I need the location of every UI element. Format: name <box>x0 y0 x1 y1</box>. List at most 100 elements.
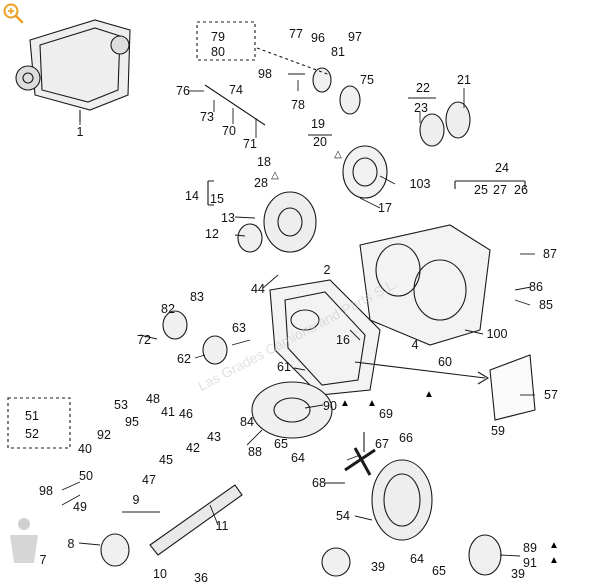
triangle-solid-marker: ▲ <box>424 389 434 400</box>
part-label: 90 <box>323 398 337 413</box>
part-label: 28 <box>254 175 268 190</box>
part-label: 70 <box>222 123 236 138</box>
bearing-92-illustration <box>468 534 502 576</box>
part-label: 78 <box>291 97 305 112</box>
part-label: 9 <box>132 492 140 507</box>
part-label: 22 <box>416 80 430 95</box>
triangle-solid-marker: ▲ <box>367 398 377 409</box>
part-label: 72 <box>137 332 151 347</box>
part-label: 12 <box>205 226 219 241</box>
bearing-39-illustration <box>321 547 351 577</box>
part-label: 11 <box>215 518 229 533</box>
part-label: 73 <box>200 109 214 124</box>
part-label: 39 <box>511 566 525 581</box>
part-label: 98 <box>258 66 272 81</box>
part-label: 20 <box>313 134 327 149</box>
triangle-solid-marker: ▲ <box>549 540 559 551</box>
part-label: 47 <box>142 472 156 487</box>
part-label: 8 <box>67 536 75 551</box>
part-label: 21 <box>457 72 471 87</box>
part-label: 71 <box>243 136 257 151</box>
bearing-63-illustration <box>202 335 228 365</box>
part-label: 51 <box>25 408 39 423</box>
part-label: 89 <box>523 540 537 555</box>
zoom-in-icon[interactable] <box>2 2 24 24</box>
part-label: 42 <box>186 440 200 455</box>
gear-97-illustration <box>312 67 332 93</box>
part-label: 46 <box>162 406 176 419</box>
part-label: 1 <box>76 124 84 139</box>
part-label: 7 <box>39 552 47 567</box>
detail-box-80-81 <box>196 21 256 61</box>
gear-84-illustration <box>162 310 188 340</box>
part-label: 65 <box>274 436 288 451</box>
part-label: 19 <box>311 116 325 131</box>
triangle-open-marker: △ <box>334 149 342 160</box>
part-label: 13 <box>221 210 235 225</box>
part-label: 62 <box>177 351 191 366</box>
gear-case-illustration <box>359 224 491 346</box>
part-label: 18 <box>257 154 271 169</box>
part-label: 40 <box>78 441 92 456</box>
part-label: 25 <box>474 182 488 197</box>
part-label: 75 <box>360 72 374 87</box>
part-label: 68 <box>312 475 326 490</box>
part-label: 26 <box>514 182 528 197</box>
part-label: 88 <box>248 444 262 459</box>
part-label: 77 <box>289 26 303 41</box>
part-label: 60 <box>438 354 452 369</box>
gear-21-illustration <box>419 101 471 147</box>
part-label: 95 <box>125 414 139 429</box>
part-label: 27 <box>493 182 507 197</box>
arrow-to-80-box <box>256 47 331 76</box>
part-label: 61 <box>277 359 291 374</box>
part-label: 64 <box>410 551 424 566</box>
part-label: 59 <box>491 423 505 438</box>
part-label: 86 <box>529 279 543 294</box>
watermark-logo-icon <box>10 518 38 563</box>
part-label: 57 <box>544 387 558 402</box>
bearing-17-illustration <box>342 145 388 199</box>
ring-gear-illustration <box>371 459 433 541</box>
part-label: 50 <box>79 468 93 483</box>
part-label: 64 <box>291 450 305 465</box>
part-label: 82 <box>161 301 175 316</box>
leader-lines <box>61 73 535 557</box>
bearing-12-illustration <box>237 223 263 253</box>
part-label: 87 <box>543 246 557 261</box>
arrow-to-plate <box>354 361 486 379</box>
part-label: 84 <box>240 414 254 429</box>
plate-illustration <box>489 354 536 421</box>
part-label: 91 <box>523 555 537 570</box>
part-label: 67 <box>375 436 389 451</box>
shaft-71-illustration <box>204 84 266 126</box>
part-label: 14 <box>185 188 199 203</box>
part-label: 81 <box>331 44 345 59</box>
triangle-solid-marker: ▲ <box>549 555 559 566</box>
bearing-8-illustration <box>100 533 130 567</box>
part-label: 44 <box>251 281 265 296</box>
part-label: 100 <box>486 326 508 341</box>
part-label: 2 <box>323 262 331 277</box>
part-label: 103 <box>409 176 431 191</box>
part-label: 79 <box>211 29 225 44</box>
part-label: 17 <box>378 200 392 215</box>
gear-14-illustration <box>263 191 317 253</box>
part-label: 49 <box>73 499 87 514</box>
part-label: 10 <box>153 566 167 581</box>
part-label: 39 <box>371 559 385 574</box>
part-label: 45 <box>159 452 173 467</box>
shaft-illustration <box>149 484 243 556</box>
part-label: 16 <box>336 332 350 347</box>
detail-box-52-53 <box>7 397 71 449</box>
yoke-69-illustration <box>344 447 376 476</box>
part-label: 97 <box>348 29 362 44</box>
part-label: 66 <box>399 430 413 445</box>
part-label: 74 <box>229 82 243 97</box>
housing-cover-illustration <box>269 279 381 396</box>
part-label: 15 <box>210 191 224 206</box>
bracket-24 <box>454 180 526 189</box>
part-label: 54 <box>336 508 350 523</box>
part-label: 48 <box>146 391 160 406</box>
